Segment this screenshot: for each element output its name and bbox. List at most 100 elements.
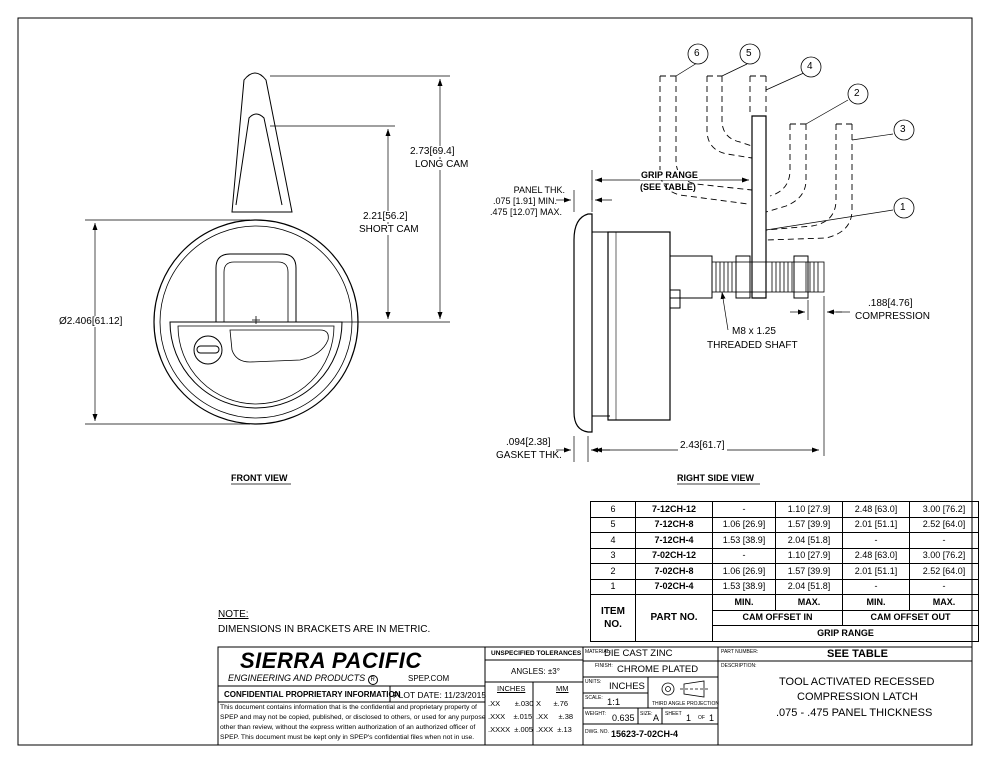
weight-label: WEIGHT: xyxy=(585,711,606,717)
diameter-dim: Ø2.406[61.12] xyxy=(58,316,124,327)
cam-offset-in-header: CAM OFFSET IN xyxy=(712,609,843,626)
finish-label: FINISH: xyxy=(595,663,613,669)
table-row: 5 7-12CH-8 1.06 [26.9] 1.57 [39.9] 2.01 … xyxy=(590,516,979,533)
balloon-1: 1 xyxy=(900,202,906,213)
item-no-header: ITEM NO. xyxy=(590,594,636,642)
gasket-dim: .094[2.38] xyxy=(506,437,551,448)
balloon-3: 3 xyxy=(900,124,906,135)
cam-in-max-cell: 2.04 [51.8] xyxy=(775,578,843,595)
thread-label: THREADED SHAFT xyxy=(707,340,798,351)
balloons xyxy=(687,43,915,219)
part-number-label: PART NUMBER: xyxy=(721,649,759,655)
short-cam-dim: 2.21[56.2] xyxy=(362,211,409,222)
length-dim: 2.43[61.7] xyxy=(678,440,727,451)
cam-out-min-cell: 2.48 [63.0] xyxy=(842,501,910,518)
finish-value: CHROME PLATED xyxy=(617,664,699,675)
tool-slot-circle xyxy=(193,335,223,365)
cam-in-min-header: MIN. xyxy=(712,594,776,611)
tol-row-2-mm: .XX ±.38 xyxy=(536,712,574,721)
tol-row-1: .XX ±.030 xyxy=(488,699,534,708)
shaft-base xyxy=(669,255,713,299)
part-no-cell: 7-12CH-4 xyxy=(635,532,713,549)
sheet-total: 1 xyxy=(709,713,715,723)
description-label: DESCRIPTION: xyxy=(721,663,757,669)
cam-out-max-cell: 2.52 [64.0] xyxy=(909,563,979,580)
cam-in-max-cell: 1.10 [27.9] xyxy=(775,501,843,518)
panel-thk-label: PANEL THK. xyxy=(513,185,565,195)
part-no-cell: 7-02CH-8 xyxy=(635,563,713,580)
confidential-text-3: other than review, without the express w… xyxy=(220,724,476,731)
company-website: SPEP.COM xyxy=(408,674,450,683)
cam-in-min-cell: - xyxy=(712,501,776,518)
handle-outline xyxy=(215,253,297,322)
table-header-row: ITEM NO. PART NO. MIN. MAX. MIN. MAX. xyxy=(590,594,979,642)
grip-range-label: GRIP RANGE xyxy=(640,170,699,180)
weight-value: 0.635 xyxy=(612,713,635,723)
sheet-label: SHEET xyxy=(665,711,682,717)
tolerances-title: UNSPECIFIED TOLERANCES xyxy=(491,650,582,657)
boss xyxy=(669,289,681,309)
units-value: INCHES xyxy=(609,681,645,692)
grip-range-header: GRIP RANGE xyxy=(712,625,979,642)
confidential-label: CONFIDENTIAL PROPRIETARY INFORMATION xyxy=(224,690,401,699)
table-row: 2 7-02CH-8 1.06 [26.9] 1.57 [39.9] 2.01 … xyxy=(590,563,979,580)
part-no-cell: 7-12CH-8 xyxy=(635,516,713,533)
front-view-title: FRONT VIEW xyxy=(231,473,288,483)
threaded-shaft xyxy=(711,261,825,293)
scale-value: 1:1 xyxy=(607,697,621,708)
tol-row-3-mm: .XXX ±.13 xyxy=(536,725,572,734)
cam-in-min-cell: 1.53 [38.9] xyxy=(712,532,776,549)
cam-out-min-header: MIN. xyxy=(842,594,910,611)
projection-label: THIRD ANGLE PROJECTION xyxy=(652,701,719,707)
description-line-1: TOOL ACTIVATED RECESSED xyxy=(779,676,935,688)
short-cam-label: SHORT CAM xyxy=(358,224,420,235)
description-line-2: COMPRESSION LATCH xyxy=(797,691,918,703)
balloon-4: 4 xyxy=(807,61,813,72)
cam-out-max-cell: - xyxy=(909,532,979,549)
front-dimensions xyxy=(85,75,450,425)
material-label: MATERIAL: xyxy=(585,649,612,655)
long-cam-dim: 2.73[69.4] xyxy=(409,146,456,157)
company-subtitle: ENGINEERING AND PRODUCTS R xyxy=(228,673,378,685)
bezel xyxy=(573,213,593,433)
item-no-cell: 3 xyxy=(590,547,636,564)
description-line-3: .075 - .475 PANEL THICKNESS xyxy=(776,707,933,719)
right-view-title: RIGHT SIDE VIEW xyxy=(677,473,755,483)
confidential-text-4: SPEP. This document must be kept only in… xyxy=(220,734,475,741)
item-no-cell: 4 xyxy=(590,532,636,549)
cam-out-min-cell: - xyxy=(842,532,910,549)
cam-in-max-header: MAX. xyxy=(775,594,843,611)
item-no-cell: 6 xyxy=(590,501,636,518)
tool-slot xyxy=(196,345,220,354)
right-side-view xyxy=(573,75,853,433)
handle-inner xyxy=(223,261,289,322)
compression-label: COMPRESSION xyxy=(855,311,931,322)
cam-out-max-cell: 3.00 [76.2] xyxy=(909,547,979,564)
cam-in-max-cell: 2.04 [51.8] xyxy=(775,532,843,549)
table-header-row: GRIP RANGE xyxy=(591,625,979,642)
tol-row-1-mm: X ±.76 xyxy=(536,699,569,708)
cam-out-min-cell: 2.01 [51.1] xyxy=(842,516,910,533)
plot-date: PLOT DATE: 11/23/2015 xyxy=(393,690,487,700)
sheet-of: OF xyxy=(698,715,705,721)
grip-range-see-table: (SEE TABLE) xyxy=(640,182,696,192)
projection-symbol xyxy=(661,680,708,698)
part-no-header: PART NO. xyxy=(635,594,713,642)
item-no-cell: 5 xyxy=(590,516,636,533)
handle-base xyxy=(229,329,329,363)
confidential-text-1: This document contains information that … xyxy=(220,704,477,711)
inches-header: INCHES xyxy=(497,684,526,693)
compression-dim: .188[4.76] xyxy=(868,298,913,309)
part-no-cell: 7-02CH-12 xyxy=(635,547,713,564)
cam-out-max-cell: 2.52 [64.0] xyxy=(909,516,979,533)
outer-nut xyxy=(793,255,809,299)
cam-in-min-cell: 1.06 [26.9] xyxy=(712,516,776,533)
recess-inner xyxy=(177,325,335,405)
mm-header: MM xyxy=(556,684,569,693)
housing xyxy=(607,231,671,421)
table-row: 4 7-12CH-4 1.53 [38.9] 2.04 [51.8] - - xyxy=(590,532,979,549)
size-value: A xyxy=(653,713,660,723)
note-text: DIMENSIONS IN BRACKETS ARE IN METRIC. xyxy=(218,624,431,635)
cam-out-max-cell: 3.00 [76.2] xyxy=(909,501,979,518)
cam-in-min-cell: 1.06 [26.9] xyxy=(712,563,776,580)
